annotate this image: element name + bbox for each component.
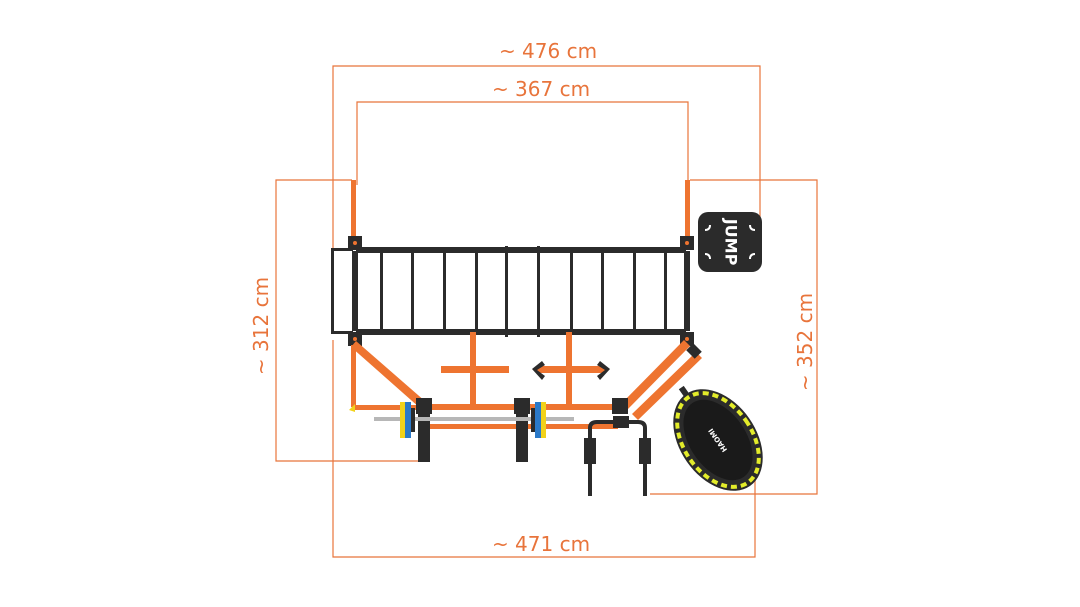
- dimension-bottom: ~ 471 cm: [492, 532, 590, 556]
- lower-frame: [349, 340, 702, 462]
- jump-sign-text: JUMP: [722, 218, 741, 266]
- center-attachments: [441, 332, 610, 406]
- dimension-right: ~ 352 cm: [793, 293, 817, 391]
- jump-sign: JUMP: [698, 212, 762, 272]
- trampoline: HAOMI: [673, 385, 763, 491]
- dimension-left: ~ 312 cm: [249, 277, 273, 375]
- barbell: [374, 402, 574, 438]
- dimension-lines: [275, 65, 818, 558]
- dip-station: [584, 416, 651, 496]
- dimension-top-outer: ~ 476 cm: [499, 39, 597, 63]
- rack-frame: [331, 180, 694, 346]
- ladder-rungs: [380, 246, 667, 337]
- dimension-top-inner: ~ 367 cm: [492, 77, 590, 101]
